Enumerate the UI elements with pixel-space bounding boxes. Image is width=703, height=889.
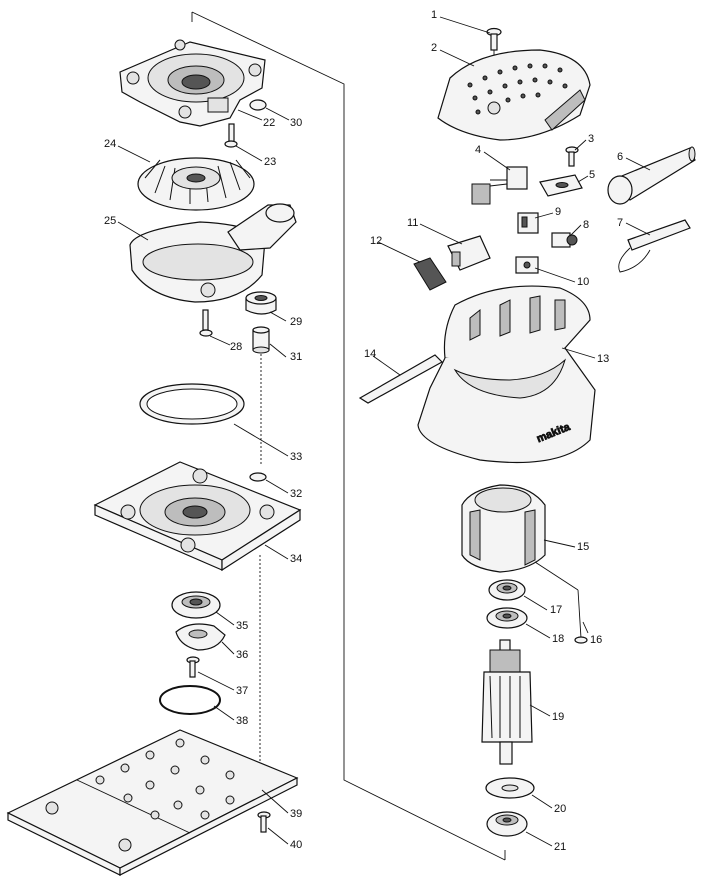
label-7: 7	[617, 217, 623, 229]
label-2: 2	[431, 42, 437, 54]
part-11-switch	[447, 235, 491, 271]
part-39-pad	[6, 729, 299, 876]
part-31-bushing	[252, 326, 270, 354]
part-36-eccentric	[175, 623, 226, 651]
label-12: 12	[370, 235, 382, 247]
part-12-switch-button	[413, 257, 447, 291]
label-13: 13	[597, 353, 609, 365]
label-17: 17	[550, 604, 562, 616]
part-4-capacitor	[471, 166, 528, 205]
part-15-field	[461, 484, 546, 573]
part-8-strain-relief	[551, 232, 578, 248]
label-1: 1	[431, 9, 437, 21]
label-22: 22	[263, 117, 275, 129]
label-19: 19	[552, 711, 564, 723]
part-24-fan	[137, 157, 255, 211]
label-25: 25	[104, 215, 116, 227]
label-24: 24	[104, 138, 116, 150]
label-36: 36	[236, 649, 248, 661]
part-21-bearing	[486, 811, 528, 837]
label-14: 14	[364, 348, 376, 360]
part-25-fan-housing	[129, 203, 297, 303]
part-14-strip	[358, 354, 443, 404]
label-29: 29	[290, 316, 302, 328]
label-31: 31	[290, 351, 302, 363]
part-33-ring-band	[139, 383, 245, 425]
part-23-screw	[224, 123, 238, 148]
part-3-screw	[565, 146, 579, 167]
label-11: 11	[407, 217, 418, 229]
part-13-motor-housing: makita	[417, 285, 596, 464]
part-38-o-ring	[159, 685, 221, 715]
label-15: 15	[577, 541, 589, 553]
guide-15-16	[534, 561, 579, 591]
label-8: 8	[583, 219, 589, 231]
part-16-long-screw	[574, 589, 588, 644]
part-35-bearing	[171, 591, 221, 619]
assembly-boundary	[191, 11, 506, 861]
part-5-clamp	[539, 174, 583, 197]
part-40-screw	[257, 811, 271, 833]
pad-holes	[45, 738, 235, 852]
label-39: 39	[290, 808, 302, 820]
label-30: 30	[290, 117, 302, 129]
leader-lines	[117, 16, 651, 847]
label-28: 28	[230, 341, 242, 353]
part-number-labels: 1 2 3 4 5 6 7 8 9 10 11 12 13 14 15 16 1…	[104, 9, 623, 853]
label-37: 37	[236, 685, 248, 697]
label-20: 20	[554, 803, 566, 815]
part-32-washer	[249, 472, 267, 482]
label-6: 6	[617, 151, 623, 163]
part-37-screw	[186, 656, 200, 678]
label-10: 10	[577, 276, 589, 288]
part-7-cord	[618, 219, 691, 273]
part-2-top-cover	[437, 49, 591, 141]
label-23: 23	[264, 156, 276, 168]
part-17-bearing	[488, 579, 526, 601]
label-9: 9	[555, 206, 561, 218]
label-21: 21	[554, 841, 566, 853]
part-6-cord-guard	[607, 146, 696, 205]
part-20-washer	[485, 777, 535, 799]
label-33: 33	[290, 451, 302, 463]
cover-vents	[467, 63, 568, 115]
part-29-spacer	[245, 291, 277, 315]
label-35: 35	[236, 620, 248, 632]
label-40: 40	[290, 839, 302, 851]
part-34-base-plate	[93, 461, 302, 572]
label-38: 38	[236, 715, 248, 727]
part-22-bracket	[119, 39, 266, 127]
label-32: 32	[290, 488, 302, 500]
label-3: 3	[588, 133, 594, 145]
label-5: 5	[589, 169, 595, 181]
part-18-retainer	[486, 607, 528, 629]
label-4: 4	[475, 144, 481, 156]
part-30-o-ring	[249, 99, 267, 111]
part-1-screw	[486, 27, 502, 51]
label-16: 16	[590, 634, 602, 646]
part-9-terminal-block	[517, 212, 539, 234]
part-19-armature	[481, 639, 533, 765]
part-28-screw	[199, 309, 213, 337]
part-10-connector	[515, 256, 539, 274]
label-34: 34	[290, 553, 302, 565]
label-18: 18	[552, 633, 564, 645]
